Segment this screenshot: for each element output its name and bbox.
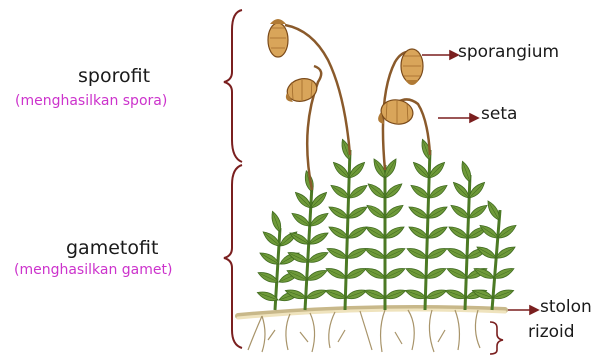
stolon-label: stolon xyxy=(540,297,592,317)
sporofit-description: (menghasilkan spora) xyxy=(15,93,167,109)
seta-label: seta xyxy=(481,104,517,124)
rhizoids xyxy=(248,310,480,352)
gametofit-label: gametofit xyxy=(66,237,158,259)
shoot xyxy=(363,157,407,310)
sporofit-bracket xyxy=(224,10,242,162)
sporangium-pointer xyxy=(422,51,458,59)
sporangium-label: sporangium xyxy=(458,42,559,62)
shoot xyxy=(324,138,369,310)
sporofit-label: sporofit xyxy=(78,65,150,87)
gametophyte-shoots xyxy=(256,138,518,310)
shoot xyxy=(444,160,489,310)
rizoid-label: rizoid xyxy=(528,322,575,342)
seta-pointer xyxy=(438,114,478,122)
rizoid-bracket xyxy=(490,322,503,354)
shoot xyxy=(404,138,449,310)
sporophyte xyxy=(285,66,322,190)
gametofit-description: (menghasilkan gamet) xyxy=(14,262,172,278)
gametofit-bracket xyxy=(224,165,242,348)
stolon-pointer xyxy=(505,306,538,314)
